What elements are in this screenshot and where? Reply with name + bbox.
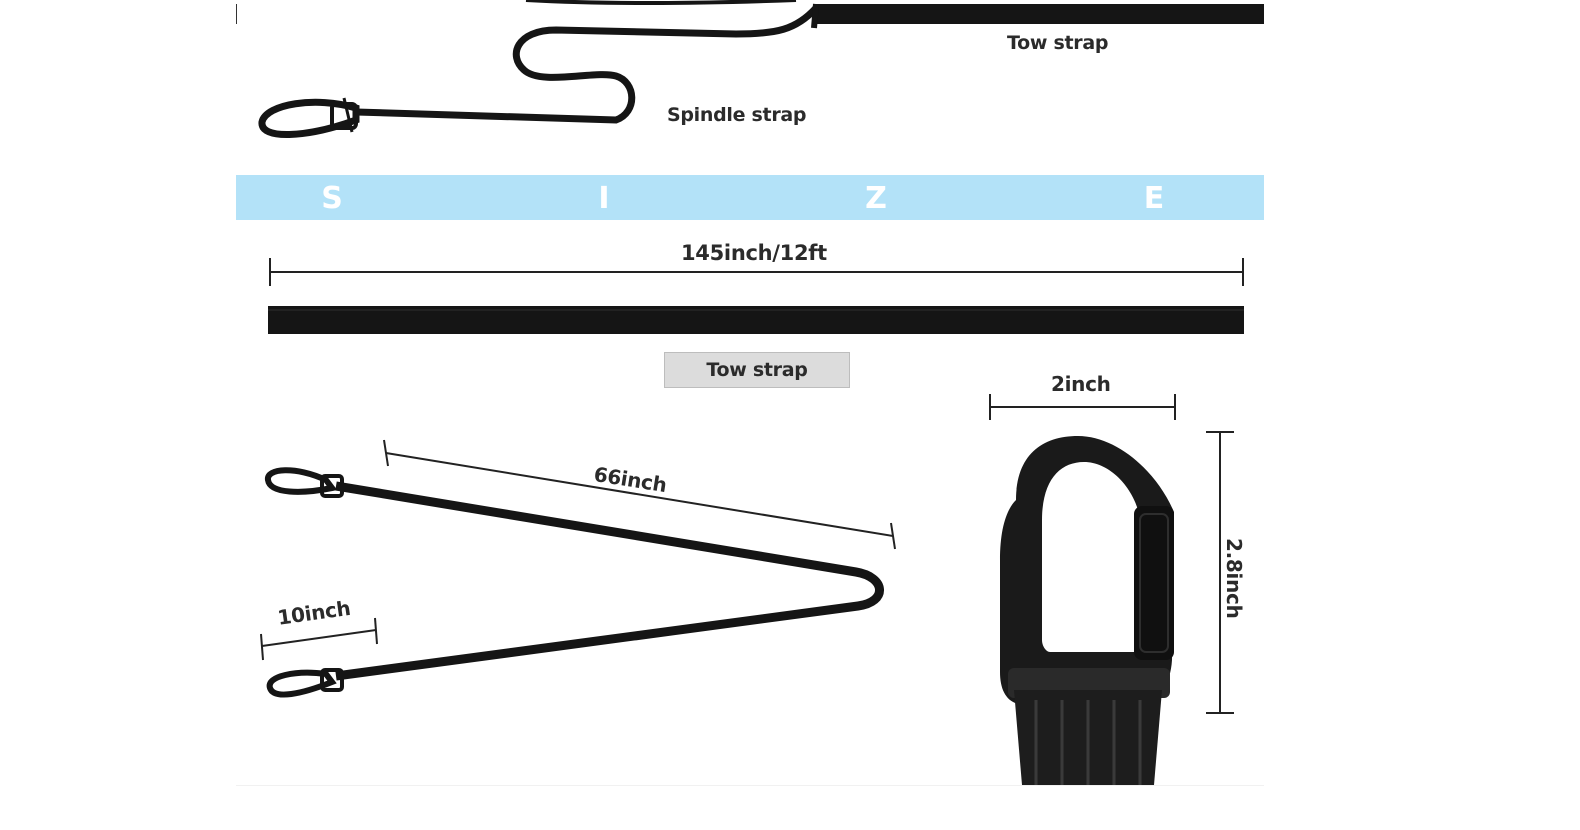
dim-10inch-cap-left (260, 633, 264, 661)
v-strap-lower-loop (266, 669, 337, 698)
size-letter: S (321, 181, 343, 216)
webbing-stitching (1034, 700, 1142, 785)
tow-strap-label-top: Tow strap (1007, 32, 1109, 54)
height-2-8inch-label: 2.8inch (1222, 538, 1246, 619)
v-spindle-strap (335, 481, 884, 681)
dim-10inch-line (261, 629, 377, 647)
v-strap-upper-buckle (320, 474, 344, 498)
bottom-divider (236, 785, 1264, 786)
width-2inch-label: 2inch (1051, 372, 1111, 396)
dim-66inch-cap-left (383, 439, 389, 467)
v-strap-upper-loop (265, 467, 338, 495)
tow-strap-tag: Tow strap (664, 352, 850, 388)
carabiner-opening (1042, 462, 1138, 652)
dim-10inch-cap-right (374, 617, 378, 645)
spindle-strap-loop (355, 5, 819, 124)
product-image: S I Z E Tow strap Spindle strap 145inch/… (236, 0, 1264, 785)
tow-strap-long (268, 306, 1244, 334)
dim-66inch-cap-right (890, 522, 896, 550)
spindle-strap-end-loop (258, 98, 360, 139)
dim-66inch-line (385, 452, 894, 537)
carabiner-gate (1134, 506, 1174, 660)
size-letter: I (598, 181, 610, 216)
tow-strap-top-band (814, 4, 1264, 24)
v-strap-lower-buckle (320, 668, 344, 692)
strap-top-edge (525, 0, 797, 5)
size-banner: S I Z E (236, 175, 1264, 220)
spindle-strap-label: Spindle strap (667, 104, 807, 126)
spindle-buckle-pin (342, 97, 354, 133)
size-letter: E (1143, 181, 1165, 216)
spindle-strap-joint (811, 3, 819, 29)
carabiner-gate-lock (1139, 513, 1169, 653)
size-letter: Z (865, 181, 887, 216)
strap-illustration (236, 0, 1264, 785)
length-145-label: 145inch/12ft (681, 241, 827, 265)
